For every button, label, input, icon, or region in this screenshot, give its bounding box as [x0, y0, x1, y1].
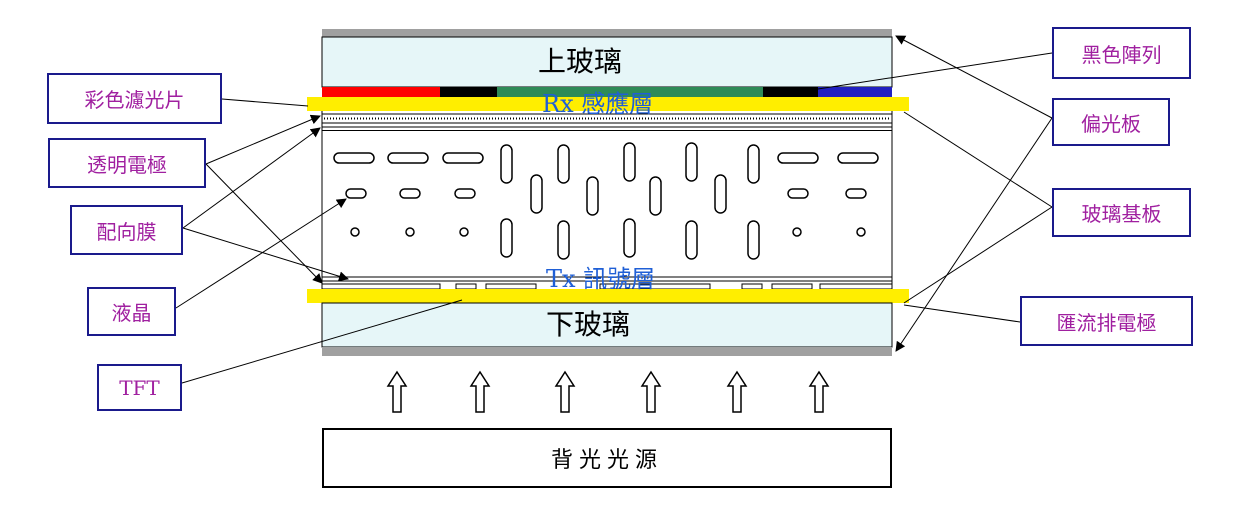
- leader-alignment-bottom: [182, 227, 349, 282]
- up-arrow-icon: [554, 370, 576, 413]
- lc-molecule: [345, 188, 367, 199]
- lc-molecules: [333, 142, 879, 260]
- tft-electrode: [771, 283, 813, 290]
- black-matrix-2: [763, 87, 818, 97]
- lower-glass: [321, 302, 893, 348]
- up-arrow-icon: [386, 370, 408, 413]
- leader-lines: [175, 35, 1053, 384]
- black-matrix-1: [440, 87, 497, 97]
- label-glass-substrate: 玻璃基板: [1052, 188, 1191, 237]
- leader-liquid-crystal: [175, 198, 347, 309]
- rx-layer-title: Rx 感應層: [542, 90, 654, 118]
- lc-molecule: [530, 174, 543, 214]
- up-arrow-icon: [469, 370, 491, 413]
- tft-electrode: [321, 283, 441, 290]
- lc-molecule: [856, 227, 866, 237]
- lc-molecule: [747, 220, 760, 260]
- label-polarizer: 偏光板: [1052, 98, 1170, 146]
- label-liquid-crystal: 液晶: [87, 287, 176, 336]
- lc-molecule: [837, 152, 879, 164]
- tft-electrodes: [321, 283, 893, 290]
- lc-molecule: [350, 227, 360, 237]
- up-arrow-icon: [808, 370, 830, 413]
- rx-sensing-layer: [307, 97, 909, 111]
- lc-molecule: [787, 188, 809, 199]
- leader-polarizer-top: [895, 35, 1053, 119]
- lc-molecule: [623, 142, 636, 182]
- tft-electrode: [819, 283, 893, 290]
- lc-molecule: [623, 218, 636, 258]
- tft-electrode: [485, 283, 537, 290]
- top-polarizer: [322, 29, 892, 37]
- lc-molecule: [405, 227, 415, 237]
- backlight-source: 背光光源: [322, 428, 892, 488]
- label-transparent-electrode: 透明電極: [48, 138, 206, 188]
- up-arrow-icon: [640, 370, 662, 413]
- lc-molecule: [792, 227, 802, 237]
- lc-molecule: [399, 188, 421, 199]
- lc-molecule: [454, 188, 476, 199]
- lc-molecule: [586, 176, 599, 216]
- leader-electrode-top: [205, 114, 321, 165]
- leader-black-matrix: [791, 52, 1053, 97]
- lc-molecule: [442, 152, 484, 164]
- leader-polarizer-bottom: [895, 117, 1053, 352]
- label-alignment-film: 配向膜: [70, 205, 183, 255]
- leader-electrode-bottom: [205, 163, 323, 284]
- leader-tft: [181, 299, 463, 384]
- lc-molecule: [714, 174, 727, 214]
- lc-molecule: [500, 144, 513, 184]
- lc-molecule: [459, 227, 469, 237]
- color-filter-blue: [818, 87, 892, 97]
- lower-glass-title: 下玻璃: [546, 308, 631, 341]
- lc-molecule: [777, 152, 819, 164]
- tx-layer-title: Tx 訊號層: [546, 265, 656, 293]
- backlight-arrows: [386, 370, 830, 413]
- label-black-matrix: 黑色陣列: [1052, 27, 1191, 79]
- lc-molecule: [387, 152, 429, 164]
- label-bus-electrode: 匯流排電極: [1020, 296, 1193, 346]
- upper-glass-title: 上玻璃: [538, 45, 623, 78]
- bottom-polarizer: [322, 347, 892, 356]
- lc-molecule: [557, 144, 570, 184]
- leader-color-filter: [221, 98, 309, 107]
- lc-molecule: [685, 220, 698, 260]
- label-color-filter: 彩色濾光片: [47, 73, 222, 124]
- color-filter-red: [322, 87, 440, 97]
- up-arrow-icon: [726, 370, 748, 413]
- lc-molecule: [557, 220, 570, 260]
- leader-glass-bottom: [903, 206, 1053, 304]
- lc-molecule: [845, 188, 867, 199]
- leader-glass-top: [903, 111, 1053, 208]
- leader-alignment-top: [182, 127, 321, 229]
- tft-electrode: [455, 283, 477, 290]
- color-filter-green: [497, 87, 763, 97]
- lc-molecule: [685, 142, 698, 182]
- lc-molecule: [333, 152, 375, 164]
- lc-molecule: [500, 218, 513, 258]
- lc-molecule: [649, 176, 662, 216]
- tx-signal-layer: [307, 289, 909, 303]
- tft-electrode: [741, 283, 763, 290]
- label-tft: TFT: [97, 364, 182, 411]
- lc-molecule: [747, 144, 760, 184]
- leader-bus-electrode: [903, 304, 1021, 323]
